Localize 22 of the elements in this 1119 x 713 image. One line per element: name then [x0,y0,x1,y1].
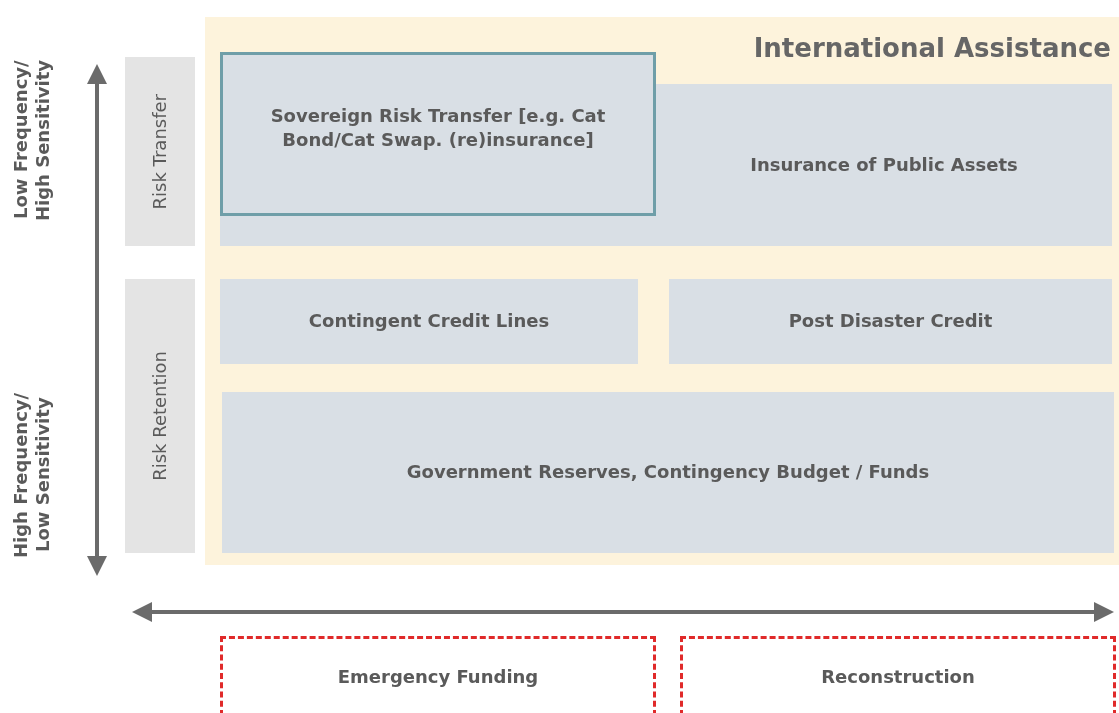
box-label: Emergency Funding [337,665,539,690]
side-label: Risk Transfer [147,93,171,210]
box-label: Government Reserves, Contingency Budget / Funds [406,460,930,485]
highlighted-box [220,52,656,246]
dashed-box [680,636,1116,713]
side-bar [125,57,195,246]
box [222,392,1114,553]
side-bar [125,279,195,553]
box-label: Insurance of Public Assets [750,152,1018,177]
dashed-box [220,636,656,713]
box-label: Reconstruction [821,665,975,690]
axis-label: High Frequency/ Low Sensitivity [10,391,54,560]
axis-label: Low Frequency/ High Sensitivity [10,58,54,223]
box-label: Sovereign Risk Transfer [e.g. Cat Bond/Cat Swap. (re)insurance] [269,104,607,153]
box-label: Contingent Credit Lines [308,309,550,334]
box [656,84,1112,246]
box [669,279,1112,364]
box [220,279,638,364]
box-label: Post Disaster Credit [788,309,993,334]
band-title: International Assistance [753,32,1111,65]
region-band [205,17,1119,565]
side-label: Risk Retention [147,351,171,481]
